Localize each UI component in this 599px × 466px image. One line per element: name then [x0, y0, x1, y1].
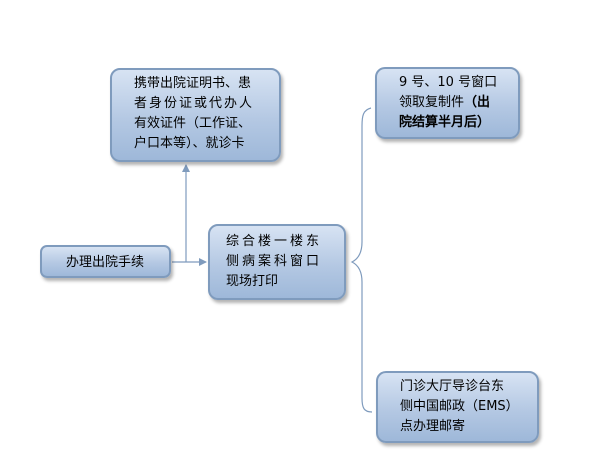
print-line-1: 综合楼一楼东 [226, 234, 323, 249]
start-node: 办理出院手续 [40, 245, 171, 278]
print-line-2: 侧病案科窗口 [226, 254, 323, 269]
copy-pickup-node: 9 号、10 号窗口 领取复制件（出 院结算半月后） [375, 67, 520, 139]
copy-line-2: 领取复制件 [399, 95, 465, 110]
documents-line-4: 户口本等）、就诊卡 [134, 136, 245, 151]
brace-connector [350, 107, 373, 413]
documents-line-3: 有效证件（工作证、 [134, 116, 252, 131]
mail-line-3: 点办理邮寄 [400, 419, 466, 434]
print-line-3: 现场打印 [226, 274, 279, 289]
copy-line-2-bold: （出 [464, 95, 491, 110]
copy-line-3: 院结算半月后） [399, 115, 491, 130]
start-node-text: 办理出院手续 [66, 255, 145, 270]
documents-line-2: 者身份证或代办人 [134, 96, 255, 111]
documents-node: 携带出院证明书、患 者身份证或代办人 有效证件（工作证、 户口本等）、就诊卡 [110, 68, 281, 162]
mail-line-1: 门诊大厅导诊台东 [400, 379, 505, 394]
mail-node: 门诊大厅导诊台东 侧中国邮政（EMS） 点办理邮寄 [376, 371, 539, 443]
mail-line-2: 侧中国邮政（EMS） [400, 399, 519, 414]
documents-line-1: 携带出院证明书、患 [134, 76, 252, 91]
onsite-print-node: 综合楼一楼东 侧病案科窗口 现场打印 [208, 224, 346, 300]
copy-line-1: 9 号、10 号窗口 [399, 75, 498, 90]
